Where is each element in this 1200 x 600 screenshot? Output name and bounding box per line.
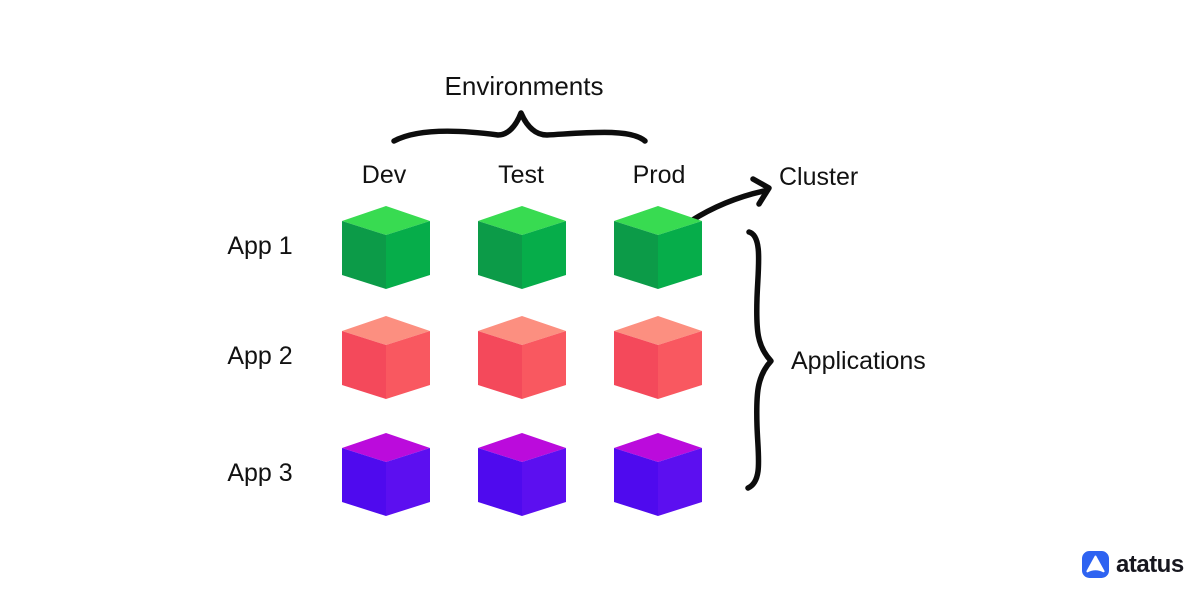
cube-face-top [342, 316, 430, 345]
cube-face-top [614, 316, 702, 345]
cube-face-left [342, 448, 386, 516]
cube-app1-prod [614, 206, 702, 289]
cluster-arrow-shaft [688, 188, 767, 224]
cube-face-left [478, 331, 522, 399]
cube-face-left [614, 221, 658, 289]
cube-face-right [386, 448, 430, 516]
row-label-app1: App 1 [227, 232, 293, 260]
column-label-prod: Prod [632, 161, 686, 189]
cube-face-top [478, 316, 566, 345]
cube-app2-prod [614, 316, 702, 399]
atatus-logo-icon [1082, 551, 1109, 578]
cube-face-left [614, 448, 658, 516]
cube-app3-prod [614, 433, 702, 516]
column-label-test: Test [498, 161, 544, 189]
cube-face-top [342, 433, 430, 462]
cube-face-left [478, 448, 522, 516]
column-label-dev: Dev [361, 161, 407, 189]
cube-face-right [522, 331, 566, 399]
brand-logo: atatus [1082, 551, 1184, 578]
cube-face-right [522, 448, 566, 516]
cube-face-left [478, 221, 522, 289]
cube-face-right [386, 331, 430, 399]
cube-face-right [658, 331, 702, 399]
cube-face-right [658, 221, 702, 289]
environments-label: Environments [444, 71, 604, 101]
cube-app1-test [478, 206, 566, 289]
environments-brace [391, 110, 648, 144]
cube-app2-test [478, 316, 566, 399]
row-label-app2: App 2 [227, 342, 293, 370]
cluster-label: Cluster [779, 163, 859, 191]
cube-face-right [522, 221, 566, 289]
cube-face-left [342, 331, 386, 399]
cube-face-right [658, 448, 702, 516]
cube-face-top [478, 206, 566, 235]
cluster-arrow-head [750, 176, 772, 207]
cube-face-top [342, 206, 430, 235]
cube-face-top [614, 206, 702, 235]
cube-app2-dev [342, 316, 430, 399]
applications-brace [745, 229, 774, 491]
brand-name: atatus [1116, 551, 1184, 578]
cube-face-top [478, 433, 566, 462]
row-label-app3: App 3 [227, 459, 293, 487]
cube-face-left [614, 331, 658, 399]
cube-face-right [386, 221, 430, 289]
cube-app3-dev [342, 433, 430, 516]
cube-app1-dev [342, 206, 430, 289]
cube-face-left [342, 221, 386, 289]
cube-app3-test [478, 433, 566, 516]
cube-face-top [614, 433, 702, 462]
applications-label: Applications [791, 347, 926, 375]
logo-triangle [1086, 555, 1105, 573]
